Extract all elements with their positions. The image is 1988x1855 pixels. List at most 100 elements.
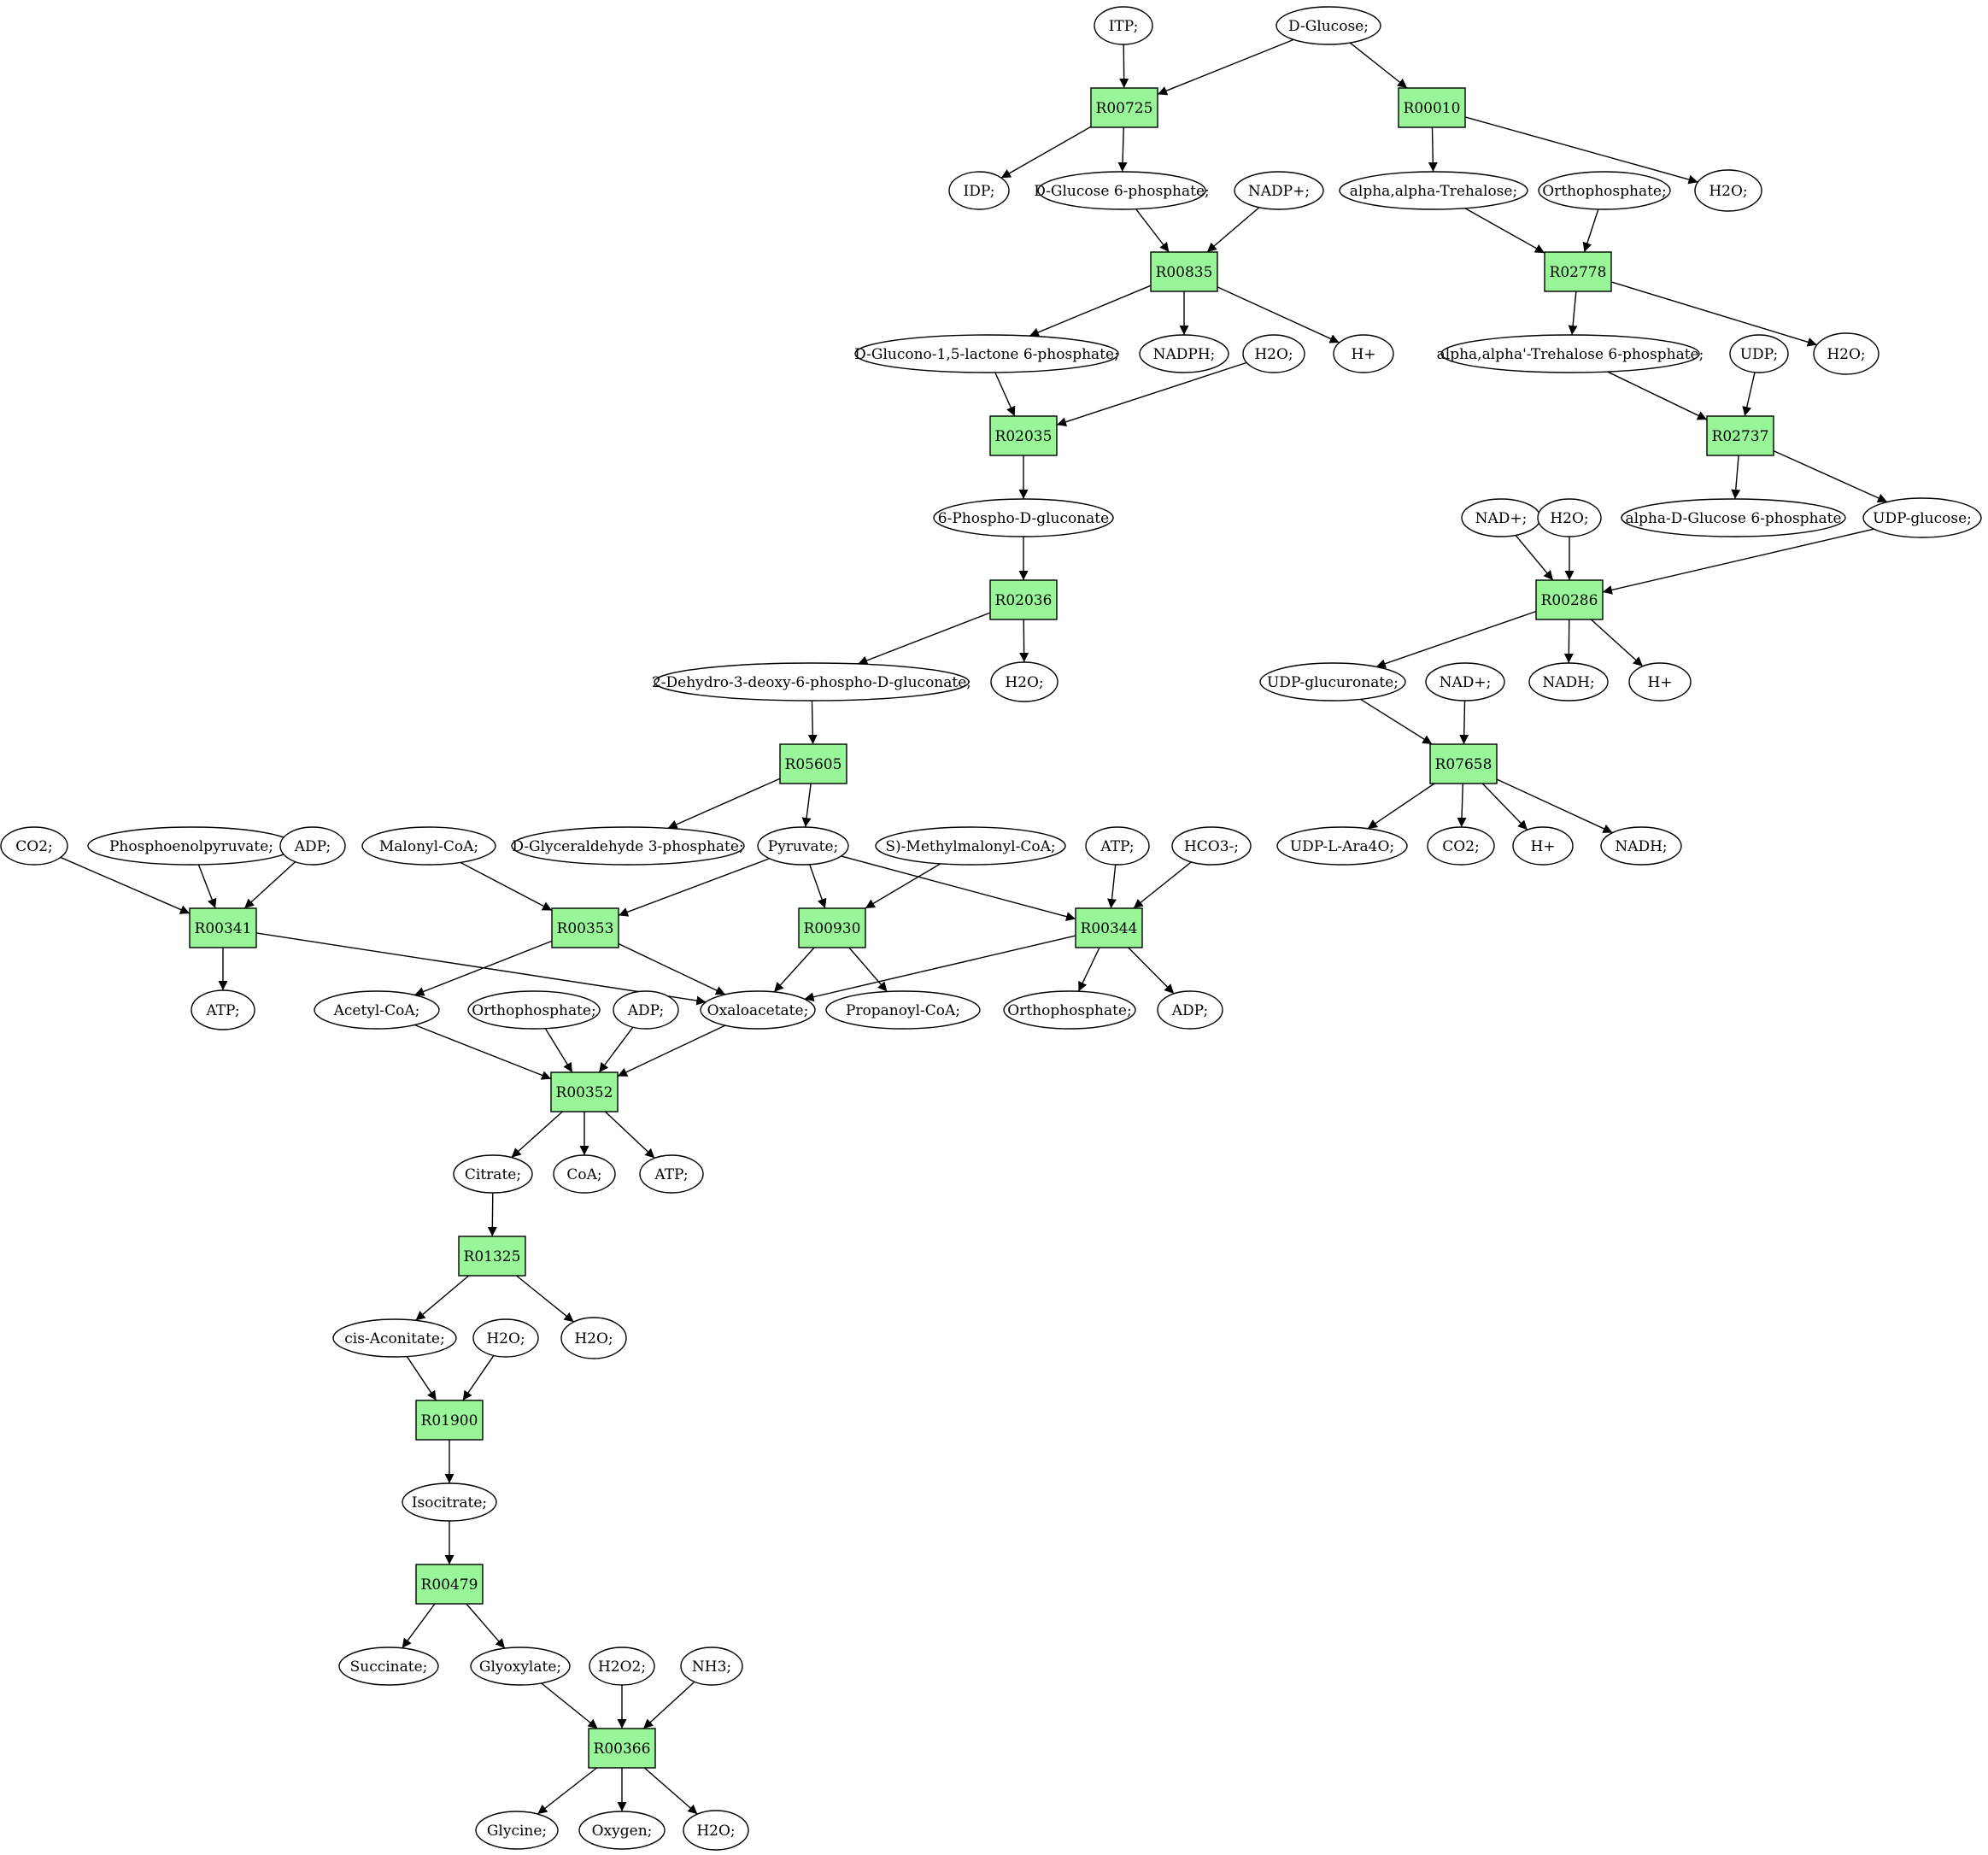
- metabolite-node-nadh[interactable]: NADH;: [1528, 662, 1609, 701]
- reaction-node-r01325[interactable]: R01325: [458, 1236, 526, 1277]
- metabolite-node-succinate[interactable]: Succinate;: [338, 1647, 439, 1686]
- metabolite-node-h2o[interactable]: H2O;: [1242, 334, 1305, 373]
- metabolite-node-nadph[interactable]: NADPH;: [1139, 334, 1229, 373]
- edge-r00341-to-oxaloacetate: [255, 932, 707, 1006]
- node-label: R00835: [1156, 264, 1213, 281]
- metabolite-node-adp[interactable]: ADP;: [1157, 990, 1223, 1030]
- metabolite-node-h2o[interactable]: H2O;: [1694, 169, 1762, 212]
- reaction-node-r02737[interactable]: R02737: [1706, 415, 1774, 456]
- metabolite-node-oxaloacetate[interactable]: Oxaloacetate;: [700, 990, 816, 1030]
- metabolite-node-2-dehydro-3-deoxy-6-phospho-d-gluconate[interactable]: 2-Dehydro-3-deoxy-6-phospho-D-gluconate;: [652, 662, 971, 701]
- reaction-node-r00725[interactable]: R00725: [1090, 87, 1158, 128]
- metabolite-node-phosphoenolpyruvate[interactable]: Phosphoenolpyruvate;: [87, 826, 296, 866]
- metabolite-node-nadp[interactable]: NADP+;: [1234, 171, 1324, 210]
- metabolite-node-citrate[interactable]: Citrate;: [453, 1154, 533, 1194]
- metabolite-node-malonyl-coa[interactable]: Malonyl-CoA;: [361, 826, 496, 866]
- metabolite-node-h[interactable]: H+: [1333, 334, 1394, 373]
- metabolite-node-coa[interactable]: CoA;: [553, 1154, 616, 1194]
- reaction-node-r00930[interactable]: R00930: [798, 907, 866, 948]
- metabolite-node-co2[interactable]: CO2;: [1427, 826, 1495, 866]
- reaction-node-r00286[interactable]: R00286: [1535, 579, 1604, 620]
- metabolite-node-h[interactable]: H+: [1512, 826, 1574, 866]
- metabolite-node-h2o[interactable]: H2O;: [990, 661, 1059, 702]
- metabolite-node-pyruvate[interactable]: Pyruvate;: [757, 826, 849, 866]
- metabolite-node-d-glucose[interactable]: D-Glucose;: [1275, 6, 1381, 45]
- metabolite-node-orthophosphate[interactable]: Orthophosphate;: [467, 990, 601, 1030]
- reaction-node-r00366[interactable]: R00366: [588, 1728, 656, 1769]
- metabolite-node-atp[interactable]: ATP;: [1085, 826, 1150, 866]
- reaction-node-r01900[interactable]: R01900: [415, 1400, 484, 1441]
- metabolite-node-glyoxylate[interactable]: Glyoxylate;: [470, 1647, 571, 1686]
- metabolite-node-udp-glucuronate[interactable]: UDP-glucuronate;: [1259, 662, 1406, 701]
- edge-r00353-to-acetylcoa: [414, 940, 553, 996]
- metabolite-node-s-methylmalonyl-coa[interactable]: S)-Methylmalonyl-CoA;: [875, 826, 1066, 866]
- metabolite-ellipse: [1139, 334, 1229, 373]
- metabolite-node-nad[interactable]: NAD+;: [1461, 498, 1541, 537]
- metabolite-node-adp[interactable]: ADP;: [279, 826, 346, 866]
- metabolite-node-h2o2[interactable]: H2O2;: [589, 1647, 655, 1686]
- metabolite-node-h2o[interactable]: H2O;: [683, 1810, 749, 1851]
- metabolite-ellipse: [680, 1647, 743, 1686]
- metabolite-node-udp-glucose[interactable]: UDP-glucose;: [1862, 497, 1982, 538]
- metabolite-node-cis-aconitate[interactable]: cis-Aconitate;: [332, 1318, 457, 1358]
- metabolite-node-h2o[interactable]: H2O;: [560, 1317, 627, 1359]
- metabolite-node-alpha-alpha-trehalose-6-phosphate[interactable]: alpha,alpha'-Trehalose 6-phosphate;: [1437, 334, 1704, 373]
- metabolite-node-atp[interactable]: ATP;: [639, 1154, 704, 1194]
- node-label: Glycine;: [487, 1823, 547, 1840]
- reaction-node-r02778[interactable]: R02778: [1544, 251, 1612, 292]
- metabolite-node-nadh[interactable]: NADH;: [1600, 826, 1682, 866]
- metabolite-ellipse: [639, 1154, 704, 1194]
- metabolite-node-oxygen[interactable]: Oxygen;: [578, 1811, 666, 1850]
- metabolite-node-alpha-alpha-trehalose[interactable]: alpha,alpha-Trehalose;: [1339, 171, 1528, 210]
- reaction-node-r00344[interactable]: R00344: [1075, 907, 1143, 948]
- metabolite-node-nh3[interactable]: NH3;: [680, 1647, 743, 1686]
- edges-layer: [60, 38, 1888, 1815]
- edge-itp-to-r00725: [1119, 44, 1129, 89]
- metabolite-node-h[interactable]: H+: [1628, 662, 1692, 701]
- metabolite-node-glycine[interactable]: Glycine;: [475, 1811, 559, 1850]
- metabolite-node-h2o[interactable]: H2O;: [472, 1318, 539, 1358]
- metabolite-node-h2o[interactable]: H2O;: [1537, 498, 1602, 537]
- metabolite-ellipse: [402, 1482, 497, 1522]
- metabolite-node-alpha-d-glucose-6-phosphate[interactable]: alpha-D-Glucose 6-phosphate: [1621, 498, 1846, 537]
- metabolite-node-d-glucose-6-phosphate[interactable]: D-Glucose 6-phosphate;: [1034, 171, 1210, 210]
- metabolite-node-udp-l-ara4o[interactable]: UDP-L-Ara4O;: [1276, 826, 1408, 866]
- reaction-node-r00353[interactable]: R00353: [551, 907, 619, 948]
- reaction-node-r05605[interactable]: R05605: [779, 743, 847, 784]
- reaction-node-r00341[interactable]: R00341: [189, 907, 257, 948]
- edge-pep-to-r00341: [197, 864, 217, 909]
- node-label: UDP;: [1740, 346, 1779, 363]
- metabolite-node-d-glucono-1-5-lactone-6-phosphate[interactable]: D-Glucono-1,5-lactone 6-phosphate;: [854, 334, 1119, 373]
- node-label: R02778: [1550, 264, 1607, 281]
- metabolite-node-h2o[interactable]: H2O;: [1813, 332, 1880, 375]
- reaction-node-r00010[interactable]: R00010: [1398, 87, 1466, 128]
- reaction-node-r02036[interactable]: R02036: [989, 579, 1058, 620]
- reaction-node-r02035[interactable]: R02035: [989, 415, 1058, 456]
- reaction-node-r00479[interactable]: R00479: [415, 1564, 484, 1605]
- node-label: H2O;: [1709, 183, 1747, 200]
- metabolite-ellipse: [1813, 332, 1880, 375]
- metabolite-node-d-glyceraldehyde-3-phosphate[interactable]: D-Glyceraldehyde 3-phosphate;: [511, 826, 745, 866]
- metabolite-node-orthophosphate[interactable]: Orthophosphate;: [1003, 990, 1136, 1030]
- metabolite-ellipse: [1276, 826, 1408, 866]
- metabolite-node-itp[interactable]: ITP;: [1094, 6, 1153, 45]
- metabolite-node-hco3[interactable]: HCO3-;: [1171, 826, 1252, 866]
- edge-r00479-to-succinate: [402, 1603, 436, 1649]
- metabolite-node-co2[interactable]: CO2;: [0, 826, 68, 866]
- metabolite-node-idp[interactable]: IDP;: [948, 171, 1010, 210]
- edge-r02036-to-h2o_5: [1019, 619, 1029, 663]
- reaction-node-r00352[interactable]: R00352: [550, 1071, 619, 1112]
- metabolite-node-orthophosphate[interactable]: Orthophosphate;: [1538, 171, 1671, 210]
- metabolite-node-acetyl-coa[interactable]: Acetyl-CoA;: [314, 990, 440, 1030]
- edge-r00352-to-citrate: [511, 1111, 563, 1159]
- metabolite-node-propanoyl-coa[interactable]: Propanoyl-CoA;: [825, 990, 981, 1030]
- reaction-node-r07658[interactable]: R07658: [1429, 743, 1498, 784]
- metabolite-node-6-phospho-d-gluconate[interactable]: 6-Phospho-D-gluconate: [933, 498, 1114, 537]
- metabolite-node-udp[interactable]: UDP;: [1729, 334, 1789, 373]
- metabolite-node-isocitrate[interactable]: Isocitrate;: [402, 1482, 497, 1522]
- metabolite-node-atp[interactable]: ATP;: [191, 989, 255, 1030]
- reaction-node-r00835[interactable]: R00835: [1150, 251, 1218, 292]
- metabolite-node-nad[interactable]: NAD+;: [1425, 662, 1505, 701]
- metabolite-node-adp[interactable]: ADP;: [613, 990, 679, 1030]
